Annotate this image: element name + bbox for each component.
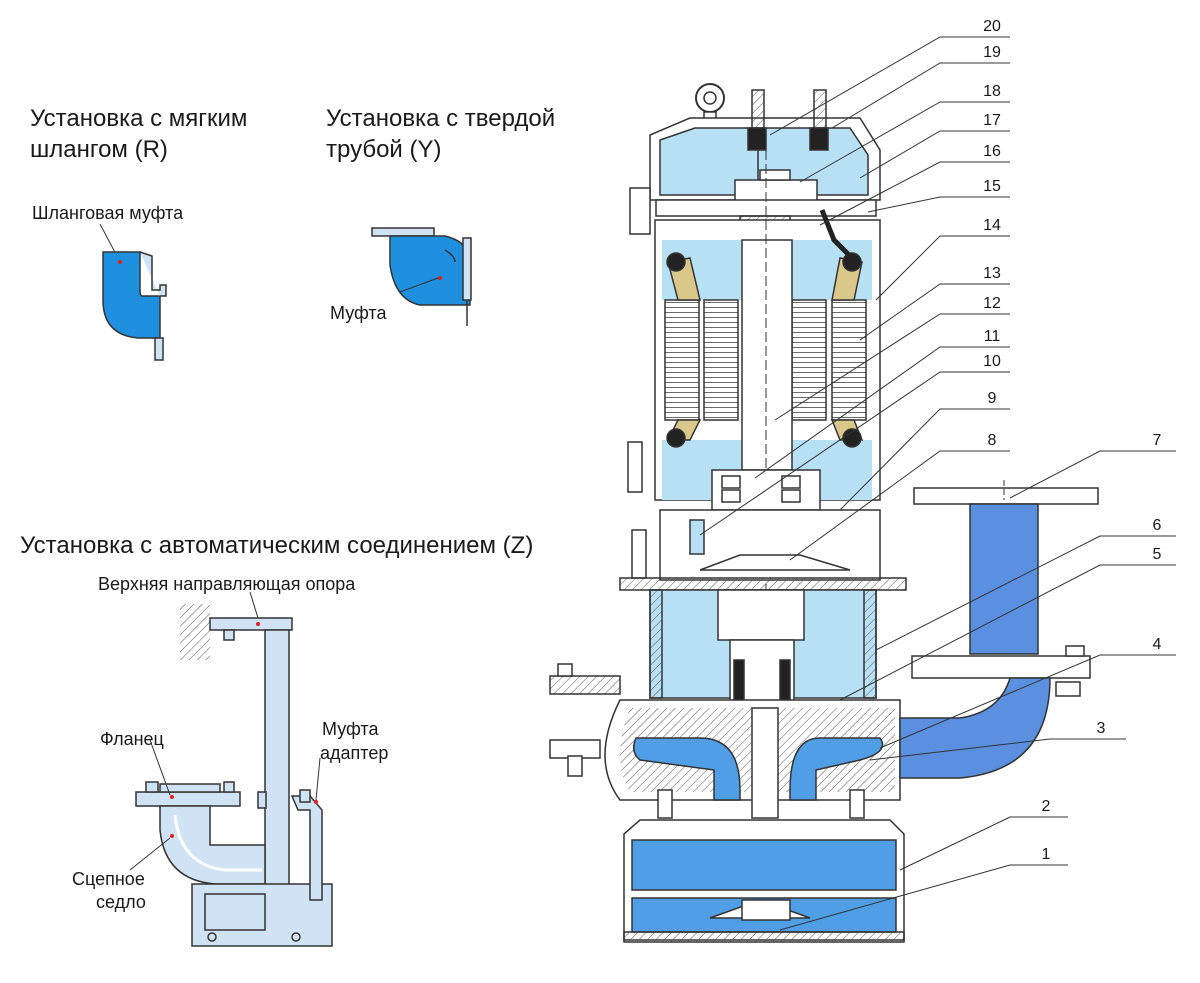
callout-11: 11 (983, 328, 1001, 345)
callout-9: 9 (987, 390, 997, 407)
callout-6: 6 (1152, 517, 1162, 534)
callout-14: 14 (983, 217, 1001, 234)
leader-lines (699, 36, 1176, 931)
soft-install-title-2: шлангом (R) (30, 136, 168, 163)
auto-install-title: Установка с автоматическим соединением (… (20, 532, 534, 559)
saddle-label-1: Сцепное (72, 869, 145, 889)
rigid-install-title-2: трубой (Y) (326, 136, 442, 163)
callout-16: 16 (983, 143, 1001, 160)
coupling-label: Муфта (330, 303, 387, 323)
callout-3: 3 (1096, 720, 1106, 737)
adapter-label-1: Муфта (322, 719, 379, 739)
flange-label: Фланец (100, 729, 164, 749)
callout-2: 2 (1041, 798, 1051, 815)
callout-15: 15 (983, 178, 1001, 195)
callout-8: 8 (987, 432, 997, 449)
callout-18: 18 (983, 83, 1001, 100)
top-guide-label: Верхняя направляющая опора (98, 574, 356, 594)
callout-5: 5 (1152, 546, 1162, 563)
rigid-install-title-1: Установка с твердой (326, 105, 556, 132)
callout-1: 1 (1041, 846, 1051, 863)
soft-install-title-1: Установка с мягким (30, 105, 248, 132)
rigid-coupling-drawing (371, 227, 472, 326)
callout-17: 17 (983, 112, 1001, 129)
callout-10: 10 (983, 353, 1001, 370)
callout-19: 19 (983, 44, 1001, 61)
adapter-label-2: адаптер (320, 743, 389, 763)
hose-coupling-drawing (99, 223, 167, 361)
saddle-label-2: седло (96, 892, 146, 912)
callout-12: 12 (983, 295, 1001, 312)
callout-4: 4 (1152, 636, 1162, 653)
hose-coupling-label: Шланговая муфта (32, 203, 184, 223)
auto-coupling-drawing (129, 591, 333, 947)
callout-7: 7 (1152, 432, 1162, 449)
pump-section (549, 83, 1099, 943)
callout-13: 13 (983, 265, 1001, 282)
callout-20: 20 (983, 18, 1001, 35)
